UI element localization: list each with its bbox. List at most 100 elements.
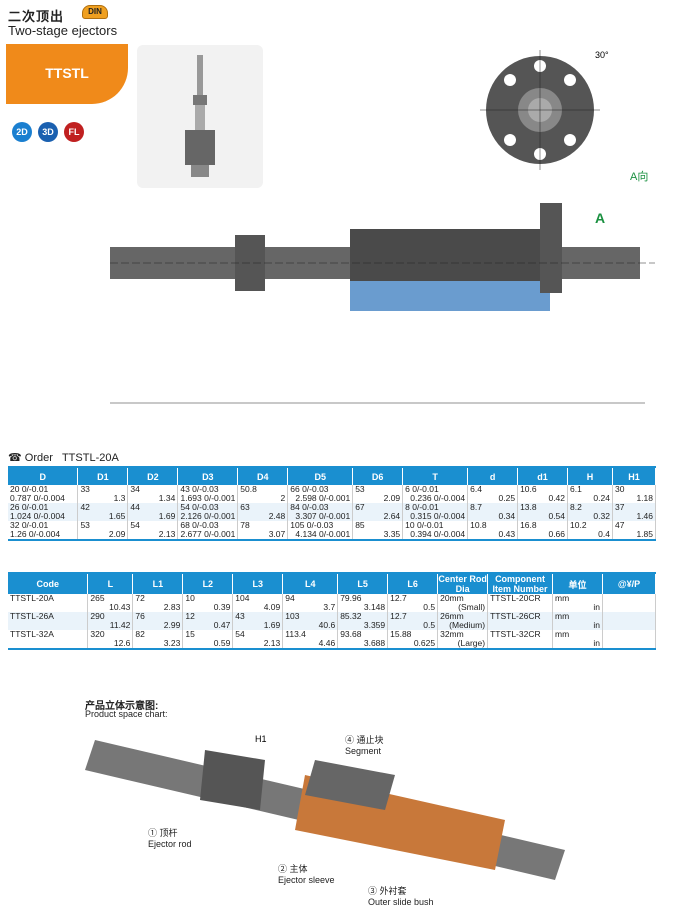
table-cell: 43 0/-0.03 [177, 485, 239, 494]
table-cell [602, 639, 657, 649]
table-cell: 54 [127, 521, 179, 530]
col-header: L1 [132, 573, 184, 594]
table-cell: mm [552, 612, 603, 621]
table-cell [487, 621, 554, 630]
col-header: D5 [287, 467, 354, 485]
table-cell: 42 [77, 503, 129, 512]
col-header: D1 [77, 467, 129, 485]
table-cell: (Medium) [437, 621, 489, 630]
table-cell: 10.8 [467, 521, 519, 530]
side-view-drawing: A [110, 203, 655, 404]
table-cell [487, 639, 554, 649]
product-3d-illustration: H1 [85, 734, 565, 880]
table-cell: (Small) [437, 603, 489, 612]
table-cell: 103 [282, 612, 339, 621]
table-cell [602, 630, 657, 639]
table-cell [487, 603, 554, 612]
table-cell: 2.09 [77, 530, 129, 540]
table-cell: 37 [612, 503, 657, 512]
table-cell: 8.7 [467, 503, 519, 512]
table-cell: 16.8 [517, 521, 569, 530]
col-header: D6 [352, 467, 404, 485]
table-cell: 8 0/-0.01 [402, 503, 469, 512]
table-cell: 85 [352, 521, 404, 530]
table-cell: 76 [132, 612, 184, 621]
table-cell: 3.35 [352, 530, 404, 540]
table-cell: 0.32 [567, 512, 613, 521]
table-cell: in [552, 639, 603, 649]
table-cell: 13.8 [517, 503, 569, 512]
table-cell: 50.8 [237, 485, 289, 494]
table-cell: 1.46 [612, 512, 657, 521]
table-cell: 10 0/-0.01 [402, 521, 469, 530]
table-cell [602, 594, 657, 603]
table-cell: 4.09 [232, 603, 284, 612]
table-cell: 93.68 [337, 630, 389, 639]
table-cell: 0.25 [467, 494, 519, 503]
table-cell [8, 621, 89, 630]
table-cell: 0.24 [567, 494, 613, 503]
order-line: ☎ Order TTSTL-20A [8, 452, 119, 464]
table-cell: 84 0/-0.03 [287, 503, 354, 512]
3d-icon[interactable]: 3D [38, 122, 58, 142]
phone-icon: ☎ [8, 452, 22, 464]
col-header: D3 [177, 467, 239, 485]
table-cell: 320 [87, 630, 134, 639]
table-cell: 12.7 [387, 612, 439, 621]
table-cell: 20mm [437, 594, 489, 603]
col-header: L2 [182, 573, 234, 594]
table-cell: 290 [87, 612, 134, 621]
col-header: Component Item Number [487, 573, 554, 594]
table-cell: 67 [352, 503, 404, 512]
col-header: H1 [612, 467, 657, 485]
table-cell: 3.688 [337, 639, 389, 649]
table-cell: 47 [612, 521, 657, 530]
table-cell: 12.7 [387, 594, 439, 603]
table-cell: 78 [237, 521, 289, 530]
din-logo: DIN [82, 5, 108, 19]
table-cell: 10.6 [517, 485, 569, 494]
table-cell: 4.134 0/-0.001 [287, 530, 354, 540]
svg-text:H1: H1 [255, 734, 267, 744]
table-cell: 0.625 [387, 639, 439, 649]
table-cell: 2.09 [352, 494, 404, 503]
table-cell: 1.26 0/-0.004 [8, 530, 79, 540]
fl-icon[interactable]: FL [64, 122, 84, 142]
svg-text:30°: 30° [595, 50, 609, 60]
table-cell: 105 0/-0.03 [287, 521, 354, 530]
col-header: d [467, 467, 519, 485]
table-cell: 10.2 [567, 521, 613, 530]
table-cell: TTSTL-20CR [487, 594, 554, 603]
table-cell: 26mm [437, 612, 489, 621]
table-cell: 1.18 [612, 494, 657, 503]
table-cell: 15.88 [387, 630, 439, 639]
table-cell: 0.5 [387, 621, 439, 630]
col-header: L4 [282, 573, 339, 594]
table-cell: 54 0/-0.03 [177, 503, 239, 512]
table-cell: 32 0/-0.01 [8, 521, 79, 530]
table-cell: mm [552, 630, 603, 639]
table-cell: 2.13 [232, 639, 284, 649]
space-title-cn: 产品立体示意图: [85, 701, 159, 712]
2d-icon[interactable]: 2D [12, 122, 32, 142]
table-cell: 1.69 [127, 512, 179, 521]
table-cell: 2.48 [237, 512, 289, 521]
table-cell: 6.4 [467, 485, 519, 494]
table-cell: 113.4 [282, 630, 339, 639]
table-cell: 85.32 [337, 612, 389, 621]
table-cell: (Large) [437, 639, 489, 649]
table-cell: 2.598 0/-0.001 [287, 494, 354, 503]
product-badge: TTSTL [6, 44, 128, 104]
table-cell: 53 [77, 521, 129, 530]
table-cell: 1.34 [127, 494, 179, 503]
table-cell: 0.787 0/-0.004 [8, 494, 79, 503]
table-cell [8, 603, 89, 612]
table-cell: 2.83 [132, 603, 184, 612]
